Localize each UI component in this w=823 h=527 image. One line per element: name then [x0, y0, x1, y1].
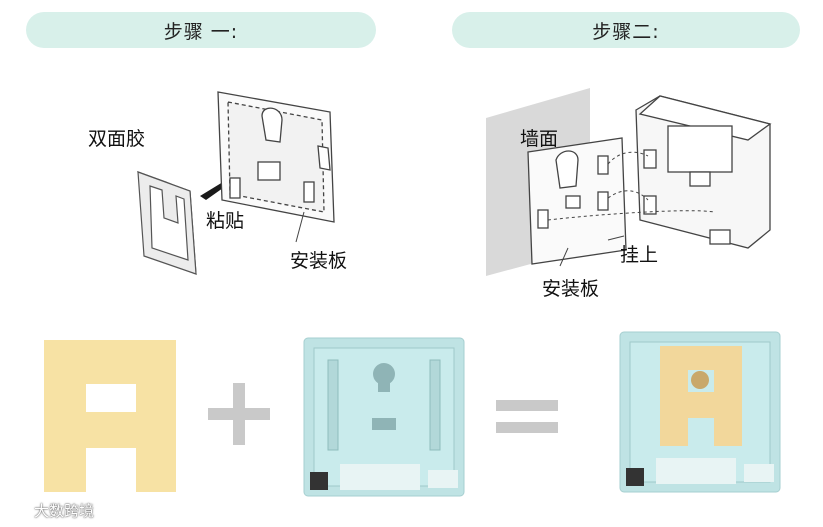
watermark: 大数跨境 [8, 500, 94, 521]
watermark-logo-icon [8, 503, 30, 519]
plus-sign [208, 383, 270, 445]
watermark-text: 大数跨境 [34, 500, 94, 521]
tape-shape [44, 340, 176, 492]
equals-sign [496, 400, 558, 433]
plate-photo [304, 338, 464, 496]
result-photo [620, 332, 780, 492]
